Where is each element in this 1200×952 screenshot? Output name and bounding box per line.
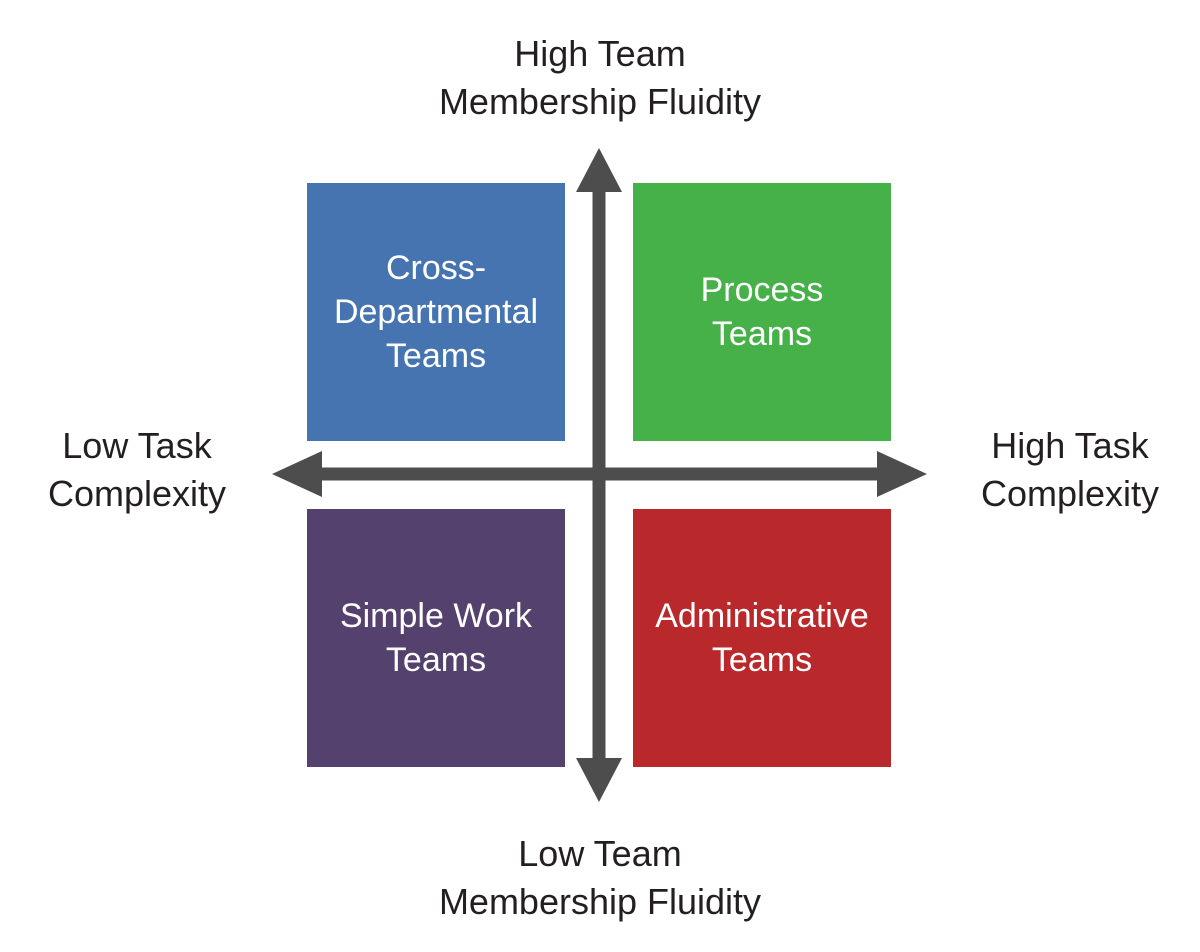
quadrant-label-line: Teams xyxy=(385,337,487,375)
arrow-up-icon xyxy=(576,148,622,192)
quadrant-label-line: Teams xyxy=(385,641,487,679)
axis-label-line: Complexity xyxy=(47,473,227,514)
quadrant-administrative-teams: Administrative Teams xyxy=(633,509,891,767)
axis-label-line: Low Team xyxy=(518,833,682,874)
arrow-left-icon xyxy=(272,451,322,497)
quadrant-cross-departmental-teams: Cross- Departmental Teams xyxy=(307,183,565,441)
axis-label-line: High Task xyxy=(991,425,1149,466)
axis-label-low-task-complexity: Low Task Complexity xyxy=(12,422,262,518)
quadrant-simple-work-teams: Simple Work Teams xyxy=(307,509,565,767)
quadrant-process-teams: Process Teams xyxy=(633,183,891,441)
quadrant-label-line: Process xyxy=(700,271,824,309)
quadrant-label-line: Teams xyxy=(711,641,813,679)
quadrant-label-line: Cross- xyxy=(385,249,487,287)
quadrant-label-line: Simple Work xyxy=(339,597,533,635)
axis-label-high-task-complexity: High Task Complexity xyxy=(945,422,1195,518)
axis-label-low-team-membership-fluidity: Low Team Membership Fluidity xyxy=(400,830,800,926)
axis-label-line: Membership Fluidity xyxy=(438,81,762,122)
quadrant-label-line: Teams xyxy=(711,315,813,353)
quadrant-label-line: Administrative xyxy=(655,597,869,635)
axis-label-line: High Team xyxy=(514,33,686,74)
axis-label-line: Complexity xyxy=(980,473,1160,514)
axis-label-line: Membership Fluidity xyxy=(438,881,762,922)
quadrant-label-line: Departmental xyxy=(333,293,539,331)
arrow-right-icon xyxy=(877,451,927,497)
arrow-down-icon xyxy=(576,758,622,802)
axis-label-line: Low Task xyxy=(62,425,212,466)
axis-label-high-team-membership-fluidity: High Team Membership Fluidity xyxy=(400,30,800,126)
